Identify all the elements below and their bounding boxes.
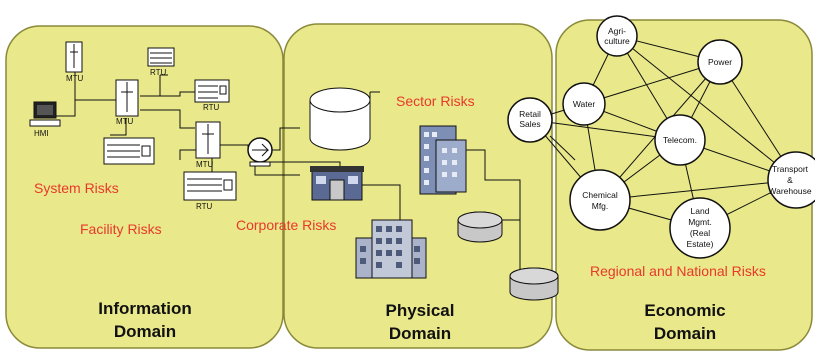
facility-risks-label: Facility Risks <box>80 221 162 237</box>
node-label: Land <box>691 206 710 216</box>
node-label: Retail <box>519 109 541 119</box>
node-chemical-mfg: Chemical Mfg. <box>569 169 631 231</box>
rtu-label: RTU <box>196 202 213 211</box>
node-agriculture: Agri- culture <box>596 15 638 57</box>
corporate-risks-label: Corporate Risks <box>236 217 336 233</box>
node-land-management: Land Mgmt. (Real Estate) <box>669 197 731 259</box>
rtu-cabinet-1 <box>103 137 155 165</box>
tank-icon <box>309 87 371 151</box>
regional-national-risks-label: Regional and National Risks <box>590 263 766 279</box>
node-label: Mgmt. <box>688 217 712 227</box>
node-label: Estate) <box>687 239 714 249</box>
plant-building-icon <box>310 166 364 201</box>
economic-domain-title: Economic <box>644 301 725 320</box>
rtu-device-1: RTU <box>147 47 175 77</box>
economic-domain-subtitle: Domain <box>654 324 716 343</box>
system-risks-label: System Risks <box>34 180 119 196</box>
storage-cylinder-2 <box>509 267 559 301</box>
mtu-label: MTU <box>116 117 134 126</box>
node-label: culture <box>604 36 630 46</box>
node-label: Warehouse <box>768 186 811 196</box>
node-label: Agri- <box>608 26 626 36</box>
physical-domain-title: Physical <box>386 301 455 320</box>
mtu-device-2: MTU <box>115 79 139 126</box>
node-telecom: Telecom. <box>654 114 706 166</box>
mtu-device-3: MTU <box>195 121 221 169</box>
pump-icon <box>247 137 273 167</box>
rtu-device-2: RTU <box>194 79 230 112</box>
rtu-label: RTU <box>150 68 167 77</box>
node-label: (Real <box>690 228 710 238</box>
node-water: Water <box>562 82 606 126</box>
mtu-label: MTU <box>196 160 214 169</box>
sector-risks-label: Sector Risks <box>396 93 475 109</box>
node-label: Telecom. <box>663 135 697 145</box>
node-label: Sales <box>519 119 540 129</box>
mtu-label: MTU <box>66 74 84 83</box>
physical-domain-subtitle: Domain <box>389 324 451 343</box>
node-label: & <box>787 175 793 185</box>
office-tower-icon <box>419 125 467 195</box>
node-power: Power <box>697 39 743 85</box>
node-label: Water <box>573 99 596 109</box>
node-transport-warehouse: Transport & Warehouse <box>767 151 815 209</box>
information-domain-subtitle: Domain <box>114 322 176 341</box>
rtu-device-3: RTU <box>183 171 237 211</box>
storage-cylinder-1 <box>457 211 503 243</box>
node-label: Chemical <box>582 190 618 200</box>
node-label: Power <box>708 57 732 67</box>
mtu-device-1: MTU <box>65 41 84 83</box>
office-complex-icon <box>355 219 427 279</box>
node-label: Transport <box>772 164 809 174</box>
information-domain-title: Information <box>98 299 192 318</box>
node-retail-sales: Retail Sales <box>507 97 553 143</box>
rtu-label: RTU <box>203 103 220 112</box>
hmi-computer-icon: HMI <box>29 101 61 138</box>
node-label: Mfg. <box>592 201 609 211</box>
hmi-label: HMI <box>34 129 49 138</box>
